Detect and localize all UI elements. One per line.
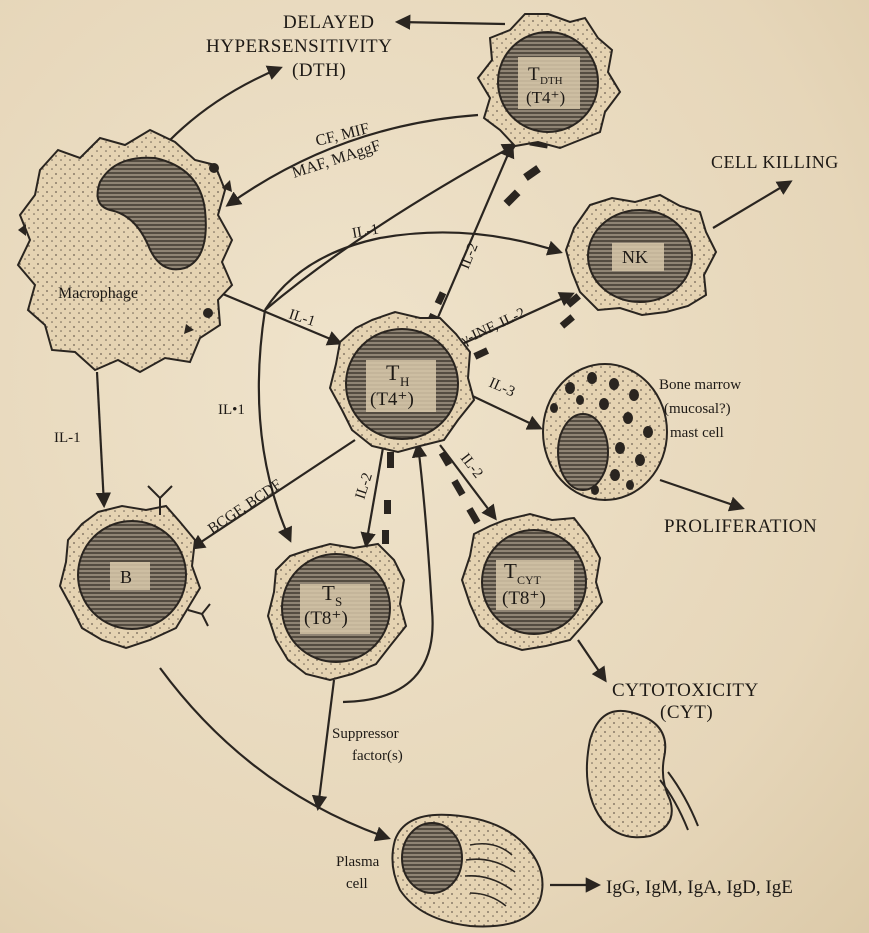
arrow-tcyt-to-cytotoxicity — [578, 640, 605, 680]
suppressor-label-line2: factor(s) — [352, 748, 403, 764]
t-dth-subscript: DTH — [540, 75, 563, 87]
mast-label-line3: mast cell — [670, 425, 724, 441]
arrow-tdth-to-dth — [398, 22, 505, 24]
plasma-label-line2: cell — [346, 876, 368, 892]
t-cyt-subscript: CYT — [517, 573, 542, 587]
il1-to-th-label: IL-1 — [287, 307, 317, 330]
proliferation-label: PROLIFERATION — [664, 516, 817, 537]
il2-to-ts-label: IL-2 — [353, 471, 376, 501]
macrophage-cell — [18, 130, 232, 372]
dth-label-line2: HYPERSENSITIVITY — [206, 36, 392, 57]
t-s-subscript: S — [335, 594, 342, 609]
mast-cell — [543, 364, 667, 500]
t-dth-marker: (T4⁺) — [526, 88, 565, 107]
arrow-ts-to-plasma — [318, 680, 334, 808]
t-h-label: T — [386, 360, 400, 385]
arrow-nk-to-cell-killing — [713, 182, 790, 228]
il3-label: IL-3 — [486, 375, 517, 400]
il2-to-tcyt-label: IL-2 — [457, 451, 486, 482]
mast-label-line2: (mucosal?) — [664, 401, 731, 417]
t-s-label: T — [322, 581, 335, 605]
t-cyt-marker: (T8⁺) — [502, 588, 546, 609]
arrow-macrophage-to-dth — [170, 68, 280, 140]
mast-label-line1: Bone marrow — [659, 377, 741, 393]
t-dth-label: T — [528, 64, 540, 85]
arrow-macrophage-to-ts-il1 — [259, 310, 290, 540]
plasma-label-line1: Plasma — [336, 854, 380, 870]
t-h-subscript: H — [400, 374, 409, 389]
cell-killing-label: CELL KILLING — [711, 152, 839, 172]
target-cell-cytotoxicity — [587, 711, 698, 837]
suppressor-label-line1: Suppressor — [332, 726, 399, 742]
dth-label-line1: DELAYED — [283, 12, 374, 33]
arrow-macrophage-to-b-il1 — [97, 372, 104, 505]
t-h-marker: (T4⁺) — [370, 389, 414, 410]
arrow-mast-to-proliferation — [660, 480, 742, 508]
ginf-il2-label: γ-INF, IL-2 — [458, 305, 528, 349]
plasma-cell — [392, 815, 542, 927]
cytotoxicity-label-line2: (CYT) — [660, 702, 713, 723]
dth-label-line3: (DTH) — [292, 60, 346, 81]
b-label: B — [120, 567, 132, 587]
il1-to-b-label: IL-1 — [54, 430, 81, 446]
t-cyt-label: T — [504, 559, 517, 583]
il1-to-ts-label: IL•1 — [218, 402, 245, 418]
arrow-macrophage-to-nk-il1 — [265, 232, 560, 310]
bcgf-bcdf-label: BCGF, BCDF — [205, 477, 284, 538]
b-cell — [60, 486, 210, 648]
nk-label: NK — [622, 247, 648, 267]
cytotoxicity-label-line1: CYTOTOXICITY — [612, 680, 759, 701]
arrow-th-to-mast — [464, 392, 540, 428]
immunoglobulins-label: IgG, IgM, IgA, IgD, IgE — [606, 877, 793, 898]
il2-to-tdth-label: IL-2 — [457, 241, 482, 272]
macrophage-label: Macrophage — [58, 285, 138, 302]
t-s-marker: (T8⁺) — [304, 608, 348, 629]
